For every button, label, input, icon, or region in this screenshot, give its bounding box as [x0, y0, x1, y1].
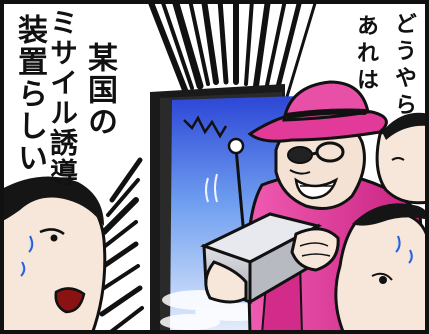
- sunglasses: [287, 141, 345, 164]
- villain-hand-left: [204, 260, 248, 304]
- narration-line-2: ミサイル誘導: [46, 8, 79, 188]
- speech-line-1: どうやら: [391, 12, 416, 120]
- speech-line-2: あれは: [353, 14, 378, 95]
- narration-line-3: 装置らしい: [12, 14, 47, 174]
- villain-hand-right: [290, 227, 340, 272]
- speed-lines: [95, 0, 318, 334]
- signal-zigzag: [183, 115, 228, 139]
- device-antenna: [234, 147, 246, 237]
- narration-line-1: 某国の: [82, 42, 117, 138]
